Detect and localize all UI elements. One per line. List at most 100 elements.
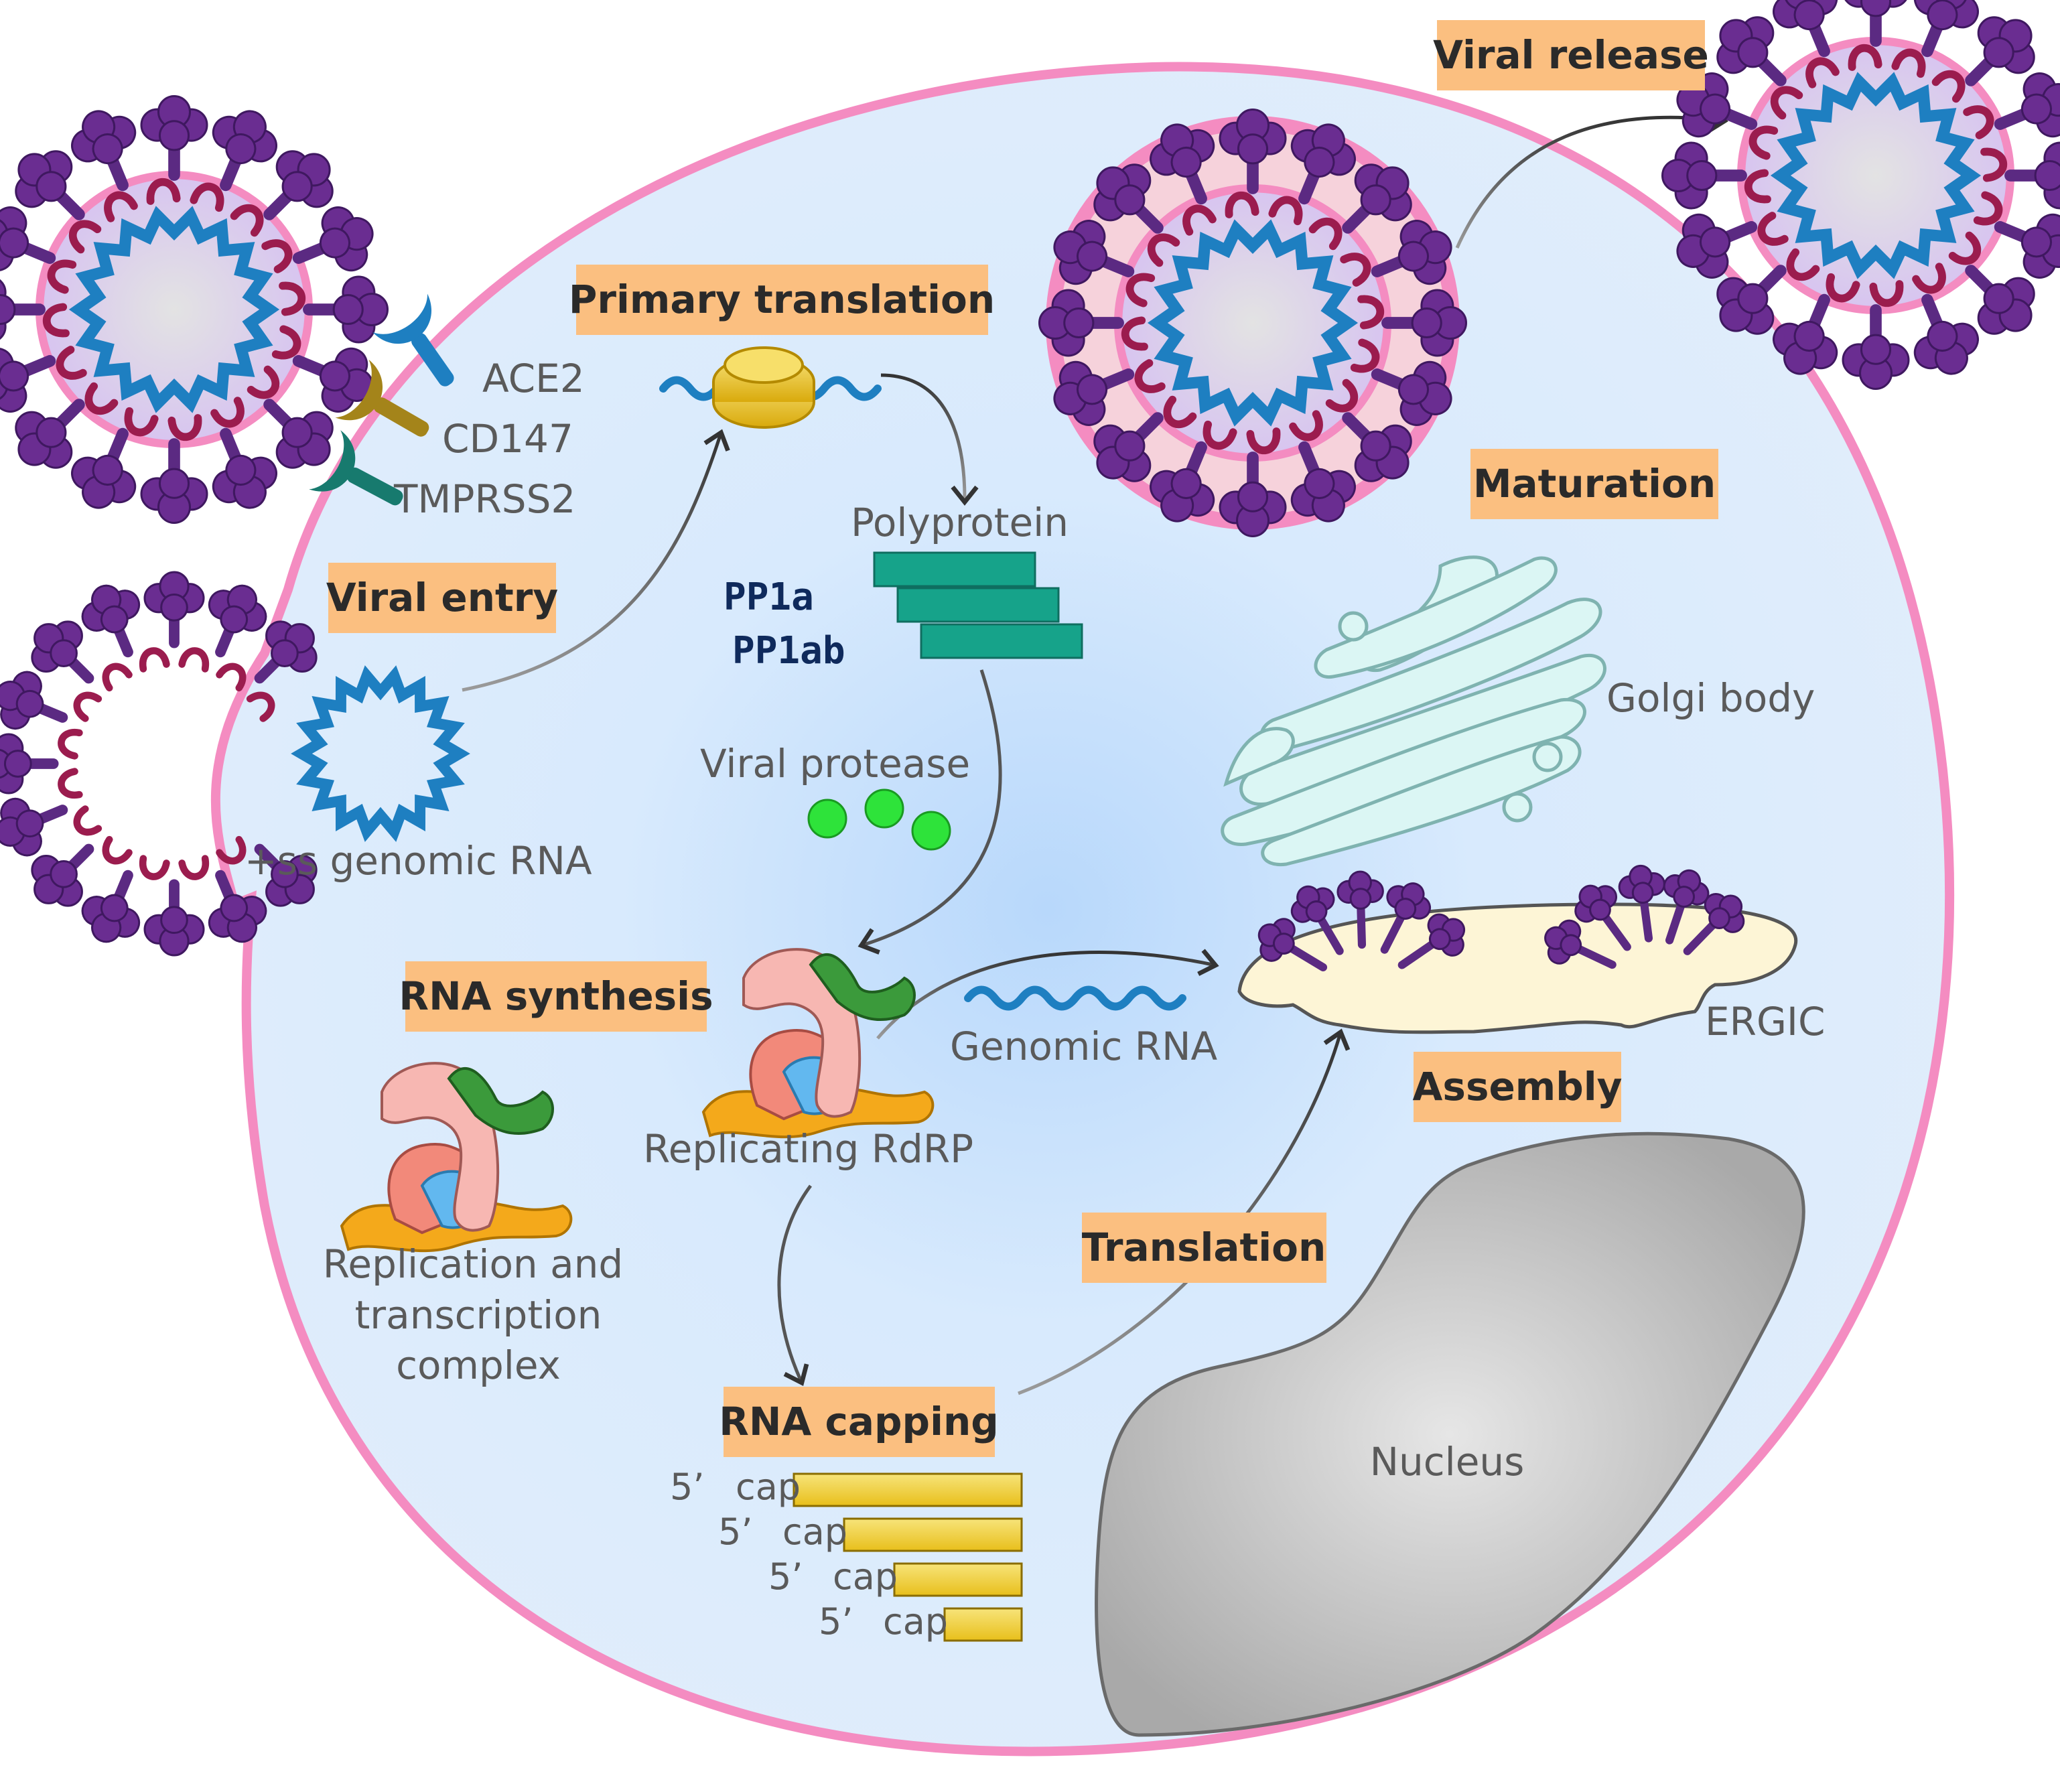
polyprotein-bar: [873, 551, 1036, 588]
spike-stalk: [1298, 441, 1320, 478]
spike-stalk: [263, 399, 294, 429]
spike-protein-icon: [1257, 918, 1296, 962]
spike-protein-icon: [1290, 468, 1356, 523]
spike-stalk: [1808, 21, 1830, 58]
membrane-protein-icon: [102, 663, 133, 692]
ergic-membrane: [1237, 902, 1798, 1034]
spike-stalk: [1808, 293, 1830, 330]
membrane-protein-icon: [47, 259, 77, 294]
protease-dot: [911, 811, 951, 851]
membrane-protein-icon: [1805, 57, 1840, 88]
spike-stalk: [1756, 56, 1787, 86]
stage-maturation-text: Maturation: [1473, 461, 1716, 506]
receptors: [309, 293, 454, 506]
cap-word-label: cap: [833, 1556, 898, 1598]
stage-viral-release-text: Viral release: [1433, 32, 1709, 78]
spike-protein-icon: [1716, 277, 1775, 335]
membrane-protein-icon: [210, 397, 245, 428]
spike-stalk: [254, 656, 282, 684]
spike-protein-icon: [31, 620, 83, 673]
spike-protein-icon: [1716, 16, 1775, 74]
protease-dot: [807, 799, 847, 839]
stage-assembly: Assembly: [1413, 1052, 1623, 1122]
spike-stalk: [113, 624, 133, 658]
cap-prime-label: 5’: [670, 1466, 705, 1508]
nucleus: [1095, 1131, 1805, 1737]
arrow-ribosome-to-polyprotein: [880, 373, 979, 506]
spike-protein-icon: [1844, 0, 1907, 17]
ace2-label: ACE2: [482, 356, 585, 401]
spike-protein-icon: [1150, 468, 1215, 523]
spike-stalk: [1287, 944, 1328, 971]
virion-extracellular: [0, 95, 389, 524]
membrane-protein-icon: [247, 365, 280, 399]
membrane-protein-icon: [1357, 295, 1385, 330]
spike-protein-icon: [1053, 220, 1108, 285]
arrow-entry-to-translation: [462, 429, 730, 692]
polyprotein-bar: [920, 623, 1083, 659]
spike-protein-icon: [1661, 141, 1718, 210]
membrane-protein-icon: [68, 220, 102, 254]
tmprss2-receptor-icon: [309, 430, 403, 506]
nucleocapsid-ring: [68, 206, 280, 413]
genomic-rna-wave: [964, 985, 1186, 1011]
spike-protein-icon: [1354, 163, 1412, 222]
membrane-protein-icon: [1770, 86, 1803, 120]
pp1ab-label: PP1ab: [732, 629, 845, 673]
spike-protein-icon: [1663, 869, 1710, 908]
spike-protein-icon: [1544, 919, 1582, 965]
membrane-protein-icon: [139, 855, 170, 880]
spike-stalk: [215, 870, 235, 903]
spike-protein-icon: [1336, 870, 1384, 910]
membrane-protein-icon: [1308, 217, 1343, 251]
polyprotein-bar: [896, 587, 1060, 623]
spike-protein-icon: [143, 906, 205, 957]
membrane-protein-icon: [102, 835, 133, 865]
membrane-protein-icon: [84, 382, 119, 415]
stage-assembly-text: Assembly: [1413, 1064, 1623, 1109]
spike-protein-icon: [208, 894, 267, 943]
spike-protein-icon: [2020, 72, 2060, 138]
spike-protein-icon: [1354, 424, 1412, 482]
spike-protein-icon: [1773, 320, 1838, 375]
plain-labels: ACE2 CD147 TMPRSS2 Polyprotein PP1a PP1a…: [245, 356, 1826, 1485]
cap-word-label: cap: [736, 1466, 801, 1508]
viral-protease-label: Viral protease: [700, 741, 970, 786]
spike-protein-icon: [0, 206, 29, 272]
cap-word-label: cap: [782, 1511, 847, 1553]
membrane-protein-icon: [1757, 212, 1789, 246]
stage-rna-synthesis-text: RNA synthesis: [399, 973, 713, 1019]
spike-protein-icon: [319, 206, 374, 272]
spike-stalk: [1574, 945, 1617, 969]
membrane-protein-icon: [261, 239, 293, 273]
protease-dot: [864, 788, 904, 829]
spike-stalk: [54, 190, 85, 220]
spike-protein-icon: [319, 347, 374, 413]
spike-protein-icon: [275, 411, 334, 469]
genomic-rna-capsid-icon: [291, 665, 470, 842]
spike-stalk: [1185, 168, 1207, 205]
membrane-protein-icon: [1912, 263, 1946, 294]
cap-word-label: cap: [883, 1600, 948, 1643]
spike-protein-icon: [1397, 220, 1452, 285]
spike-protein-icon: [15, 150, 73, 208]
membrane-protein-icon: [1289, 410, 1323, 441]
spike-stalk: [1371, 255, 1407, 277]
replication-transcription-complex-icon: [340, 1062, 573, 1253]
membrane-protein-icon: [1340, 253, 1371, 287]
replicating-rdrp-icon: [701, 948, 935, 1139]
spike-protein-icon: [2034, 141, 2060, 210]
nucleocapsid-ring: [1147, 219, 1359, 427]
membrane-protein-icon: [279, 281, 306, 316]
membrane-protein-icon: [1963, 105, 1994, 139]
spike-stalk: [1965, 265, 1996, 295]
spike-protein-icon: [1150, 123, 1215, 178]
rtc-label-line2: transcription: [355, 1292, 602, 1338]
membrane-protein-icon: [216, 663, 247, 692]
spike-protein-icon: [31, 855, 83, 907]
spike-protein-icon: [1704, 892, 1745, 933]
viral-protease-dots: [807, 788, 951, 851]
spike-stalk: [107, 155, 129, 192]
spike-stalk: [1380, 912, 1405, 954]
spike-protein-icon: [265, 620, 318, 673]
